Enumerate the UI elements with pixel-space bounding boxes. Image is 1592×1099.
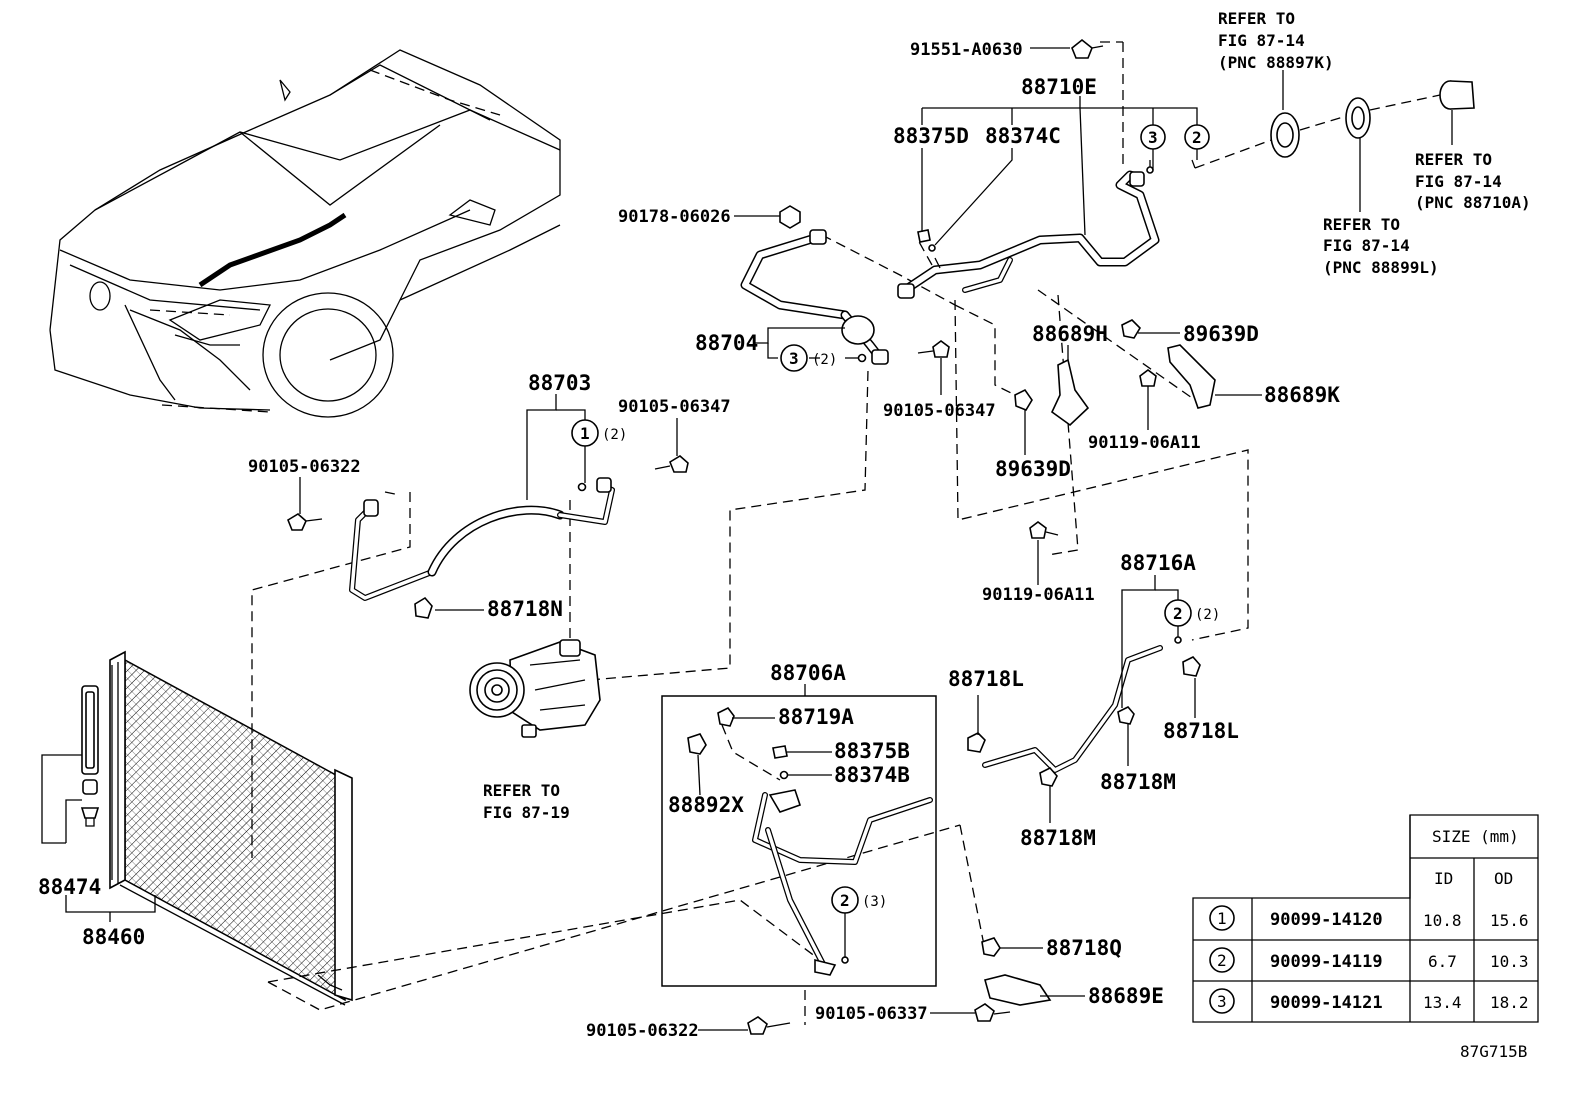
callout-1: 1 <box>580 424 590 443</box>
tube-88706A <box>752 789 933 976</box>
part-label: 88718L <box>948 667 1024 691</box>
group-box-88706A <box>661 695 937 987</box>
refer-note-line: (PNC 88710A) <box>1415 193 1531 212</box>
part-labels: 91551-A0630 88710E 88375D 88374C 90178-0… <box>38 40 1340 1041</box>
table-size-header: SIZE (mm) <box>1432 827 1519 846</box>
callout-texts: 3 2 3 (2) 1 (2) 2 (2) 2 (3) <box>580 128 1220 910</box>
table-row-id: 6.7 <box>1428 952 1457 971</box>
callout-qty: (2) <box>1195 607 1220 623</box>
table-row-od: 18.2 <box>1490 993 1529 1012</box>
part-label: 88689K <box>1264 383 1340 407</box>
refer-note-line: FIG 87-14 <box>1218 31 1305 50</box>
table-row-id: 13.4 <box>1423 993 1462 1012</box>
refer-note-line: FIG 87-19 <box>483 803 570 822</box>
part-label: 88704 <box>695 331 758 355</box>
part-label: 90178-06026 <box>618 207 731 227</box>
part-label: 88689E <box>1088 984 1164 1008</box>
refer-note-line: REFER TO <box>1218 9 1295 28</box>
part-label: 88892X <box>668 793 744 817</box>
receiver-88474 <box>80 685 100 827</box>
callout-3: 3 <box>1148 128 1158 147</box>
figure-code: 87G715B <box>1460 1042 1527 1061</box>
part-label: 88374C <box>985 124 1061 148</box>
part-label: 88706A <box>770 661 846 685</box>
table-row-key: 3 <box>1217 992 1227 1011</box>
callout-2: 2 <box>1173 604 1183 623</box>
table-col-id: ID <box>1434 869 1453 888</box>
table-row-part: 90099-14119 <box>1270 952 1383 972</box>
car-illustration <box>49 49 561 418</box>
part-label: 88718M <box>1100 770 1176 794</box>
hose-88704 <box>740 229 889 365</box>
part-label: 88474 <box>38 875 101 899</box>
condenser-88460 <box>109 650 353 1006</box>
table-row-part: 90099-14120 <box>1270 910 1383 930</box>
callout-3: 3 <box>789 349 799 368</box>
dashed-leaders <box>251 41 1441 1025</box>
part-label: 88703 <box>528 371 591 395</box>
part-label: 90105-06347 <box>883 401 996 421</box>
refer-note-line: REFER TO <box>1323 215 1400 234</box>
tube-88716A <box>982 645 1163 773</box>
leader-lines <box>299 47 1453 1031</box>
part-label: 88718N <box>487 597 563 621</box>
callout-qty: (2) <box>602 427 627 443</box>
oring-size-table: SIZE (mm) ID OD 1 90099-14120 10.8 15.6 … <box>1192 814 1539 1023</box>
table-col-od: OD <box>1494 869 1513 888</box>
refer-note-line: (PNC 88899L) <box>1323 258 1439 277</box>
part-label: 88460 <box>82 925 145 949</box>
part-label: 90105-06322 <box>586 1021 699 1041</box>
small-parts <box>287 38 1475 1035</box>
part-label: 88689H <box>1032 322 1108 346</box>
compressor <box>469 639 601 738</box>
refer-note-line: FIG 87-14 <box>1323 236 1410 255</box>
refer-note-line: REFER TO <box>483 781 560 800</box>
callout-2: 2 <box>1192 128 1202 147</box>
part-label: 88718L <box>1163 719 1239 743</box>
table-row-id: 10.8 <box>1423 911 1462 930</box>
table-row-key: 2 <box>1217 951 1227 970</box>
callout-qty: (3) <box>862 894 887 910</box>
part-label: 88375B <box>834 739 910 763</box>
refer-note-line: (PNC 88897K) <box>1218 53 1334 72</box>
part-label: 91551-A0630 <box>910 40 1023 60</box>
table-row-od: 10.3 <box>1490 952 1529 971</box>
part-label: 88710E <box>1021 75 1097 99</box>
part-label: 90105-06322 <box>248 457 361 477</box>
part-label: 88718Q <box>1046 936 1122 960</box>
hose-88710E <box>897 170 1160 299</box>
table-row-key: 1 <box>1217 909 1227 928</box>
part-label: 88718M <box>1020 826 1096 850</box>
part-label: 88374B <box>834 763 910 787</box>
part-label: 89639D <box>995 457 1071 481</box>
callout-qty: (2) <box>812 352 837 368</box>
part-label: 90119-06A11 <box>1088 433 1201 453</box>
refer-note-line: REFER TO <box>1415 150 1492 169</box>
refer-notes: REFER TO FIG 87-14 (PNC 88897K) REFER TO… <box>483 9 1531 822</box>
callout-2: 2 <box>840 891 850 910</box>
part-label: 88716A <box>1120 551 1196 575</box>
hose-88703 <box>349 477 615 601</box>
callout-circles <box>571 124 1210 914</box>
table-row-od: 15.6 <box>1490 911 1529 930</box>
part-label: 88719A <box>778 705 854 729</box>
part-label: 90119-06A11 <box>982 585 1095 605</box>
part-label: 90105-06347 <box>618 397 731 417</box>
refer-note-line: FIG 87-14 <box>1415 172 1502 191</box>
part-label: 90105-06337 <box>815 1004 928 1024</box>
part-label: 88375D <box>893 124 969 148</box>
table-row-part: 90099-14121 <box>1270 993 1383 1013</box>
part-label: 89639D <box>1183 322 1259 346</box>
